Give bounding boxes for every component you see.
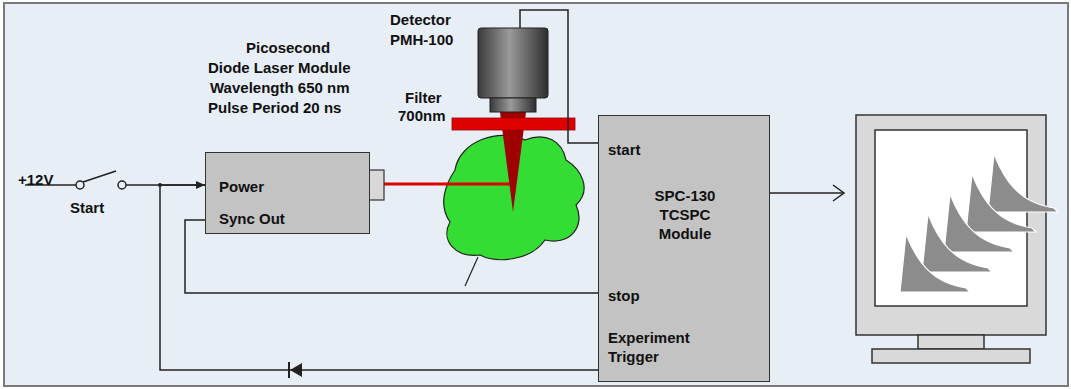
monitor-case (856, 115, 1046, 335)
decay-curve (980, 154, 1058, 212)
decay-curve (892, 234, 970, 292)
switch-lever (83, 171, 116, 182)
output-arrow (770, 192, 843, 194)
annotation-label: +12V (18, 170, 53, 189)
annotation-label: Start (70, 198, 104, 217)
port-label: SPC-130 TCSPC Module (635, 186, 735, 243)
monitor-stand (918, 335, 984, 349)
annotation-label: Picosecond (246, 38, 330, 57)
decay-curve (958, 174, 1036, 232)
port-label: start (608, 140, 641, 159)
annotation-label: Filter (405, 88, 442, 107)
annotation-label: Pulse Period 20 ns (208, 98, 341, 117)
leaf-stem (465, 257, 478, 286)
detector-nose (490, 98, 536, 112)
output-arrow-head (833, 185, 844, 201)
port-label: Power (219, 177, 264, 196)
decay-curve (936, 194, 1014, 252)
laser-nozzle (369, 170, 384, 200)
annotation-label: Wavelength 650 nm (210, 78, 349, 97)
filter (452, 118, 575, 130)
monitor-base (872, 349, 1030, 363)
port-label: Experiment Trigger (608, 328, 718, 366)
laser-module-box: PowerSync Out (205, 152, 370, 234)
annotation-label: Detector (390, 10, 451, 29)
port-label: stop (608, 286, 640, 305)
detector-wire (520, 10, 598, 143)
annotation-label: Diode Laser Module (208, 58, 351, 77)
tcspc-module-box: startSPC-130 TCSPC Module stopExperiment … (598, 115, 770, 382)
switch-contact (118, 181, 126, 189)
decay-curves (892, 154, 1058, 292)
annotation-label: 700nm (398, 106, 446, 125)
laser-beam (384, 183, 512, 186)
port-label: Sync Out (219, 209, 285, 228)
annotation-label: PMH-100 (390, 30, 453, 49)
switch-contact (76, 181, 84, 189)
detector-body (478, 28, 548, 98)
decay-curve (914, 214, 992, 272)
signal-wire (160, 185, 598, 370)
